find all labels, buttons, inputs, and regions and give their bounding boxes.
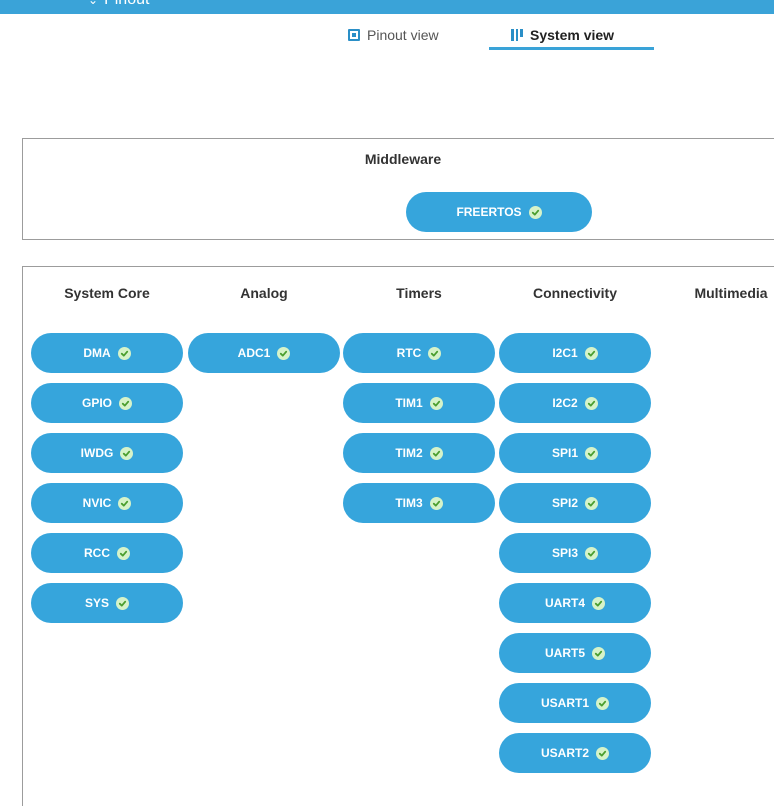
check-icon	[584, 396, 598, 410]
check-icon	[118, 496, 132, 510]
peripheral-button-iwdg[interactable]: IWDG	[31, 433, 183, 473]
check-icon	[119, 396, 132, 410]
peripheral-button-tim3[interactable]: TIM3	[343, 483, 495, 523]
check-icon	[585, 496, 598, 510]
peripheral-button-sys[interactable]: SYS	[31, 583, 183, 623]
button-label: SYS	[84, 596, 109, 610]
check-icon	[596, 746, 609, 760]
button-label: UART4	[544, 596, 585, 610]
check-icon	[428, 346, 442, 360]
grid-icon	[511, 29, 523, 41]
peripheral-button-spi1[interactable]: SPI1	[499, 433, 651, 473]
check-icon	[429, 496, 443, 510]
check-icon	[585, 446, 598, 460]
middleware-title: Middleware	[364, 151, 442, 167]
check-icon	[277, 346, 291, 360]
button-label: FREERTOS	[456, 205, 522, 219]
peripheral-button-usart2[interactable]: USART2	[499, 733, 651, 773]
button-label: IWDG	[80, 446, 114, 460]
button-label: ADC1	[237, 346, 271, 360]
peripheral-button-uart4[interactable]: UART4	[499, 583, 651, 623]
button-label: UART5	[544, 646, 585, 660]
tab-pinout-view[interactable]: Pinout view	[348, 22, 439, 48]
middleware-freertos-button[interactable]: FREERTOS	[406, 192, 592, 232]
button-label: NVIC	[82, 496, 112, 510]
chip-icon	[348, 29, 360, 41]
check-icon	[584, 346, 598, 360]
category-header-connectivity: Connectivity	[532, 285, 617, 301]
check-icon	[592, 646, 605, 660]
section-title-label: Pinout	[104, 0, 149, 8]
peripheral-button-spi3[interactable]: SPI3	[499, 533, 651, 573]
check-icon	[117, 546, 130, 560]
check-icon	[429, 446, 443, 460]
category-header-analog: Analog	[240, 285, 288, 301]
button-label: USART1	[540, 696, 589, 710]
check-icon	[120, 446, 134, 460]
button-label: I2C2	[552, 396, 578, 410]
peripheral-button-rcc[interactable]: RCC	[31, 533, 183, 573]
top-bar: ⌄ Pinout	[0, 0, 774, 14]
button-label: I2C1	[552, 346, 578, 360]
peripheral-button-tim1[interactable]: TIM1	[343, 383, 495, 423]
peripheral-button-spi2[interactable]: SPI2	[499, 483, 651, 523]
check-icon	[117, 346, 131, 360]
category-header-timers: Timers	[396, 285, 442, 301]
button-label: SPI1	[551, 446, 578, 460]
peripheral-button-uart5[interactable]: UART5	[499, 633, 651, 673]
peripheral-button-tim2[interactable]: TIM2	[343, 433, 495, 473]
check-icon	[429, 396, 443, 410]
button-label: TIM3	[395, 496, 423, 510]
check-icon	[592, 596, 605, 610]
check-icon	[528, 205, 542, 219]
button-label: GPIO	[81, 396, 112, 410]
peripheral-button-nvic[interactable]: NVIC	[31, 483, 183, 523]
peripheral-button-adc1[interactable]: ADC1	[188, 333, 340, 373]
peripheral-button-gpio[interactable]: GPIO	[31, 383, 183, 423]
button-label: SPI2	[551, 496, 578, 510]
check-icon	[116, 596, 129, 610]
peripheral-button-i2c1[interactable]: I2C1	[499, 333, 651, 373]
check-icon	[585, 546, 598, 560]
button-label: USART2	[540, 746, 589, 760]
button-label: RTC	[396, 346, 422, 360]
peripheral-button-usart1[interactable]: USART1	[499, 683, 651, 723]
button-label: SPI3	[551, 546, 578, 560]
category-header-multimedia: Multimedia	[694, 285, 768, 301]
tab-pinout-view-label: Pinout view	[367, 27, 439, 43]
peripheral-button-rtc[interactable]: RTC	[343, 333, 495, 373]
chevron-down-icon: ⌄	[88, 0, 99, 7]
check-icon	[596, 696, 609, 710]
section-title[interactable]: ⌄ Pinout	[88, 0, 149, 9]
button-label: DMA	[83, 346, 111, 360]
view-tabs: Pinout view System view	[0, 22, 774, 50]
middleware-panel: Middleware FREERTOS	[22, 138, 774, 240]
tab-system-view[interactable]: System view	[489, 22, 654, 50]
peripheral-button-i2c2[interactable]: I2C2	[499, 383, 651, 423]
peripheral-button-dma[interactable]: DMA	[31, 333, 183, 373]
category-header-system-core: System Core	[64, 285, 150, 301]
button-label: RCC	[84, 546, 110, 560]
button-label: TIM2	[395, 446, 423, 460]
button-label: TIM1	[395, 396, 423, 410]
tab-system-view-label: System view	[530, 27, 615, 43]
